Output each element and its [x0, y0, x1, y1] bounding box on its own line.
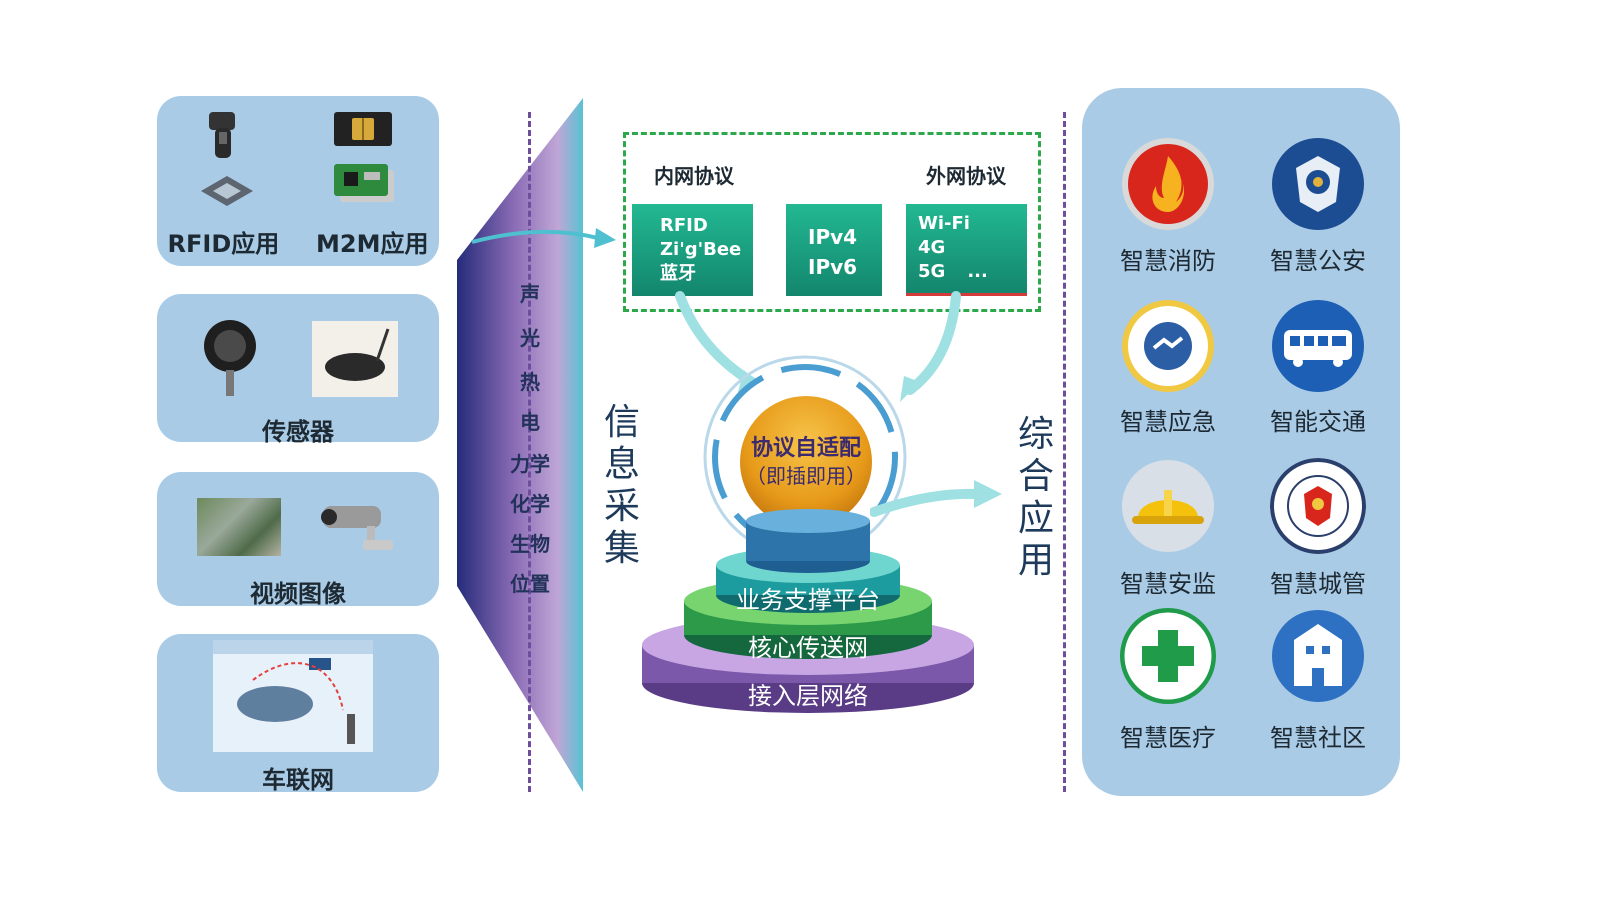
protocol-rfid: RFID: [660, 215, 708, 236]
sense-chemistry: 化学: [510, 492, 550, 516]
emergency-emblem-icon: [1122, 300, 1214, 392]
hard-hat-icon: [1122, 460, 1214, 552]
sense-mechanics: 力学: [510, 452, 550, 476]
protocol-ipv4: IPv4: [808, 225, 858, 249]
smart-medical-label: 智慧医疗: [1120, 724, 1216, 752]
video-panel: 视频图像: [157, 472, 439, 608]
rfid-label: RFID应用: [167, 230, 280, 258]
outer-protocol-box: Wi-Fi 4G 5G...: [906, 204, 1027, 296]
protocol-wifi: Wi-Fi: [918, 213, 970, 234]
protocol-5g: 5G: [918, 261, 946, 282]
medical-cross-icon: [1120, 608, 1216, 704]
sensor-gauge-icon: [204, 320, 256, 396]
community-buildings-icon: [1272, 610, 1364, 702]
m2m-label: M2M应用: [315, 230, 429, 258]
left-dashed-divider: [528, 112, 531, 792]
collection-to-protocol-arrow: [471, 228, 616, 248]
sim-chip-icon: [334, 112, 392, 146]
sense-light: 光: [520, 326, 540, 350]
protocol-ellipsis: ...: [967, 261, 988, 282]
video-label: 视频图像: [250, 580, 346, 608]
sense-biology: 生物: [510, 532, 550, 556]
wireless-sensor-image: [312, 321, 398, 397]
sensor-panel: 传感器: [157, 294, 439, 446]
protocol-bluetooth: 蓝牙: [660, 263, 696, 284]
police-badge-icon: [1272, 138, 1364, 230]
inner-protocol-title: 内网协议: [654, 164, 734, 188]
core-subtitle: （即插即用）: [746, 464, 866, 488]
rfid-reader-icon: [209, 112, 235, 158]
bus-icon: [1272, 300, 1364, 392]
business-support-platform-label: 业务支撑平台: [736, 586, 880, 614]
protocol-5g-row: 5G...: [918, 260, 1027, 284]
inner-protocol-box: RFID Zi'g'Bee 蓝牙: [632, 204, 753, 296]
sensor-label: 传感器: [262, 418, 334, 446]
information-collection-title: 信息采集: [603, 402, 640, 569]
vehicle-network-diagram-image: [213, 640, 373, 752]
sense-sound: 声: [520, 282, 540, 306]
comprehensive-application-title: 综合应用: [1017, 414, 1054, 581]
ip-protocol-box: IPv4 IPv6: [786, 204, 882, 296]
smart-fire-label: 智慧消防: [1120, 247, 1216, 275]
core-to-application-arrow: [870, 480, 1002, 517]
sense-electric: 电: [520, 410, 540, 434]
protocol-ipv6: IPv6: [808, 255, 858, 279]
protocol-zigbee: Zi'g'Bee: [660, 239, 742, 260]
vehicle-network-label: 车联网: [262, 766, 334, 794]
smart-emergency-label: 智慧应急: [1120, 408, 1216, 436]
vehicle-network-panel: 车联网: [157, 634, 439, 794]
application-panel: 智慧消防 智慧公安 智慧应急 智能交通 智慧安监 智慧城管: [1082, 88, 1400, 796]
smart-transport-label: 智能交通: [1270, 408, 1366, 436]
rfid-m2m-panel: RFID应用 M2M应用: [157, 96, 439, 266]
collection-prism: [457, 98, 583, 792]
core-orb: [740, 396, 872, 528]
right-dashed-divider: [1063, 112, 1066, 792]
outer-protocol-title: 外网协议: [926, 164, 1006, 188]
smart-police-label: 智慧公安: [1270, 247, 1366, 275]
smart-community-label: 智慧社区: [1270, 724, 1366, 752]
smart-city-management-label: 智慧城管: [1270, 570, 1366, 598]
protocol-4g: 4G: [918, 237, 946, 258]
core-title: 协议自适配: [750, 436, 861, 461]
sense-position: 位置: [510, 572, 550, 596]
sense-heat: 热: [520, 370, 540, 394]
access-layer-network-label: 接入层网络: [748, 682, 868, 710]
m2m-module-icon: [334, 164, 394, 202]
protocol-frame: [623, 132, 1041, 312]
smart-safety-supervision-label: 智慧安监: [1120, 570, 1216, 598]
rfid-m2m-label: RFID应用 M2M应用: [157, 224, 439, 259]
core-transport-network-label: 核心传送网: [748, 634, 868, 662]
tier-stack: [642, 509, 974, 713]
city-management-emblem-icon: [1270, 458, 1366, 554]
aerial-photo-image: [197, 498, 281, 556]
rfid-tag-icon: [201, 176, 253, 206]
fire-icon: [1122, 138, 1214, 230]
security-camera-icon: [321, 506, 393, 550]
